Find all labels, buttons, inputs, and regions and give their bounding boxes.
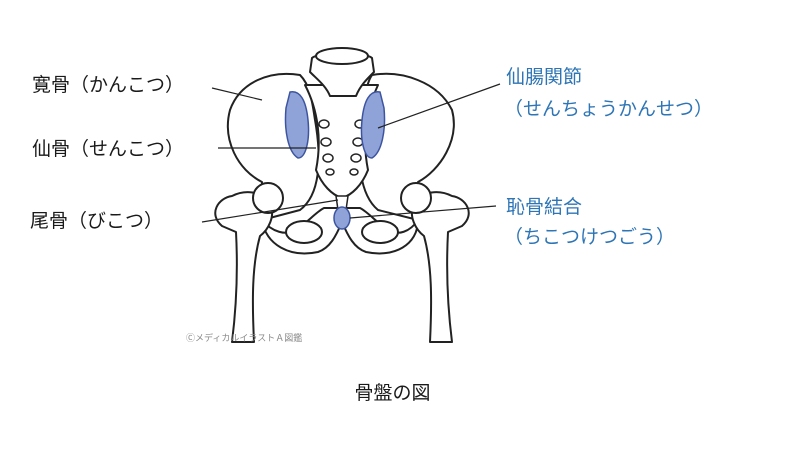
left-sacroiliac-joint <box>284 91 310 159</box>
label-coccyx: 尾骨（びこつ） <box>30 210 164 232</box>
leader-sacroiliac <box>377 83 501 129</box>
sacral-foramen <box>349 168 359 176</box>
label-sacroiliac-joint-reading: （せんちょうかんせつ） <box>504 98 714 120</box>
sacral-foramen <box>318 119 330 129</box>
leader-pubic-symphysis <box>349 205 497 219</box>
left-femoral-head <box>252 182 284 214</box>
label-sacrum: 仙骨（せんこつ） <box>32 138 185 160</box>
right-femoral-head <box>400 182 432 214</box>
leader-ilium <box>211 87 263 101</box>
sacral-foramen <box>350 153 362 163</box>
right-femur <box>410 191 470 343</box>
right-obturator <box>361 220 399 244</box>
sacral-foramen <box>325 168 335 176</box>
pubic-symphysis <box>333 206 351 230</box>
leader-coccyx <box>201 199 339 223</box>
copyright-watermark: ⒸメディカルイラストＡ図鑑 <box>186 334 303 344</box>
sacral-foramen <box>320 137 332 147</box>
figure-caption: 骨盤の図 <box>354 382 431 404</box>
label-ilium: 寛骨（かんこつ） <box>32 74 185 96</box>
vertebra-body-top <box>315 47 369 65</box>
sacral-foramen <box>322 153 334 163</box>
left-obturator <box>285 220 323 244</box>
right-sacroiliac-joint <box>360 91 386 159</box>
label-pubic-symphysis-reading: （ちこつけつごう） <box>504 226 676 248</box>
label-pubic-symphysis: 恥骨結合 <box>506 196 583 218</box>
label-sacroiliac-joint: 仙腸関節 <box>506 66 583 88</box>
